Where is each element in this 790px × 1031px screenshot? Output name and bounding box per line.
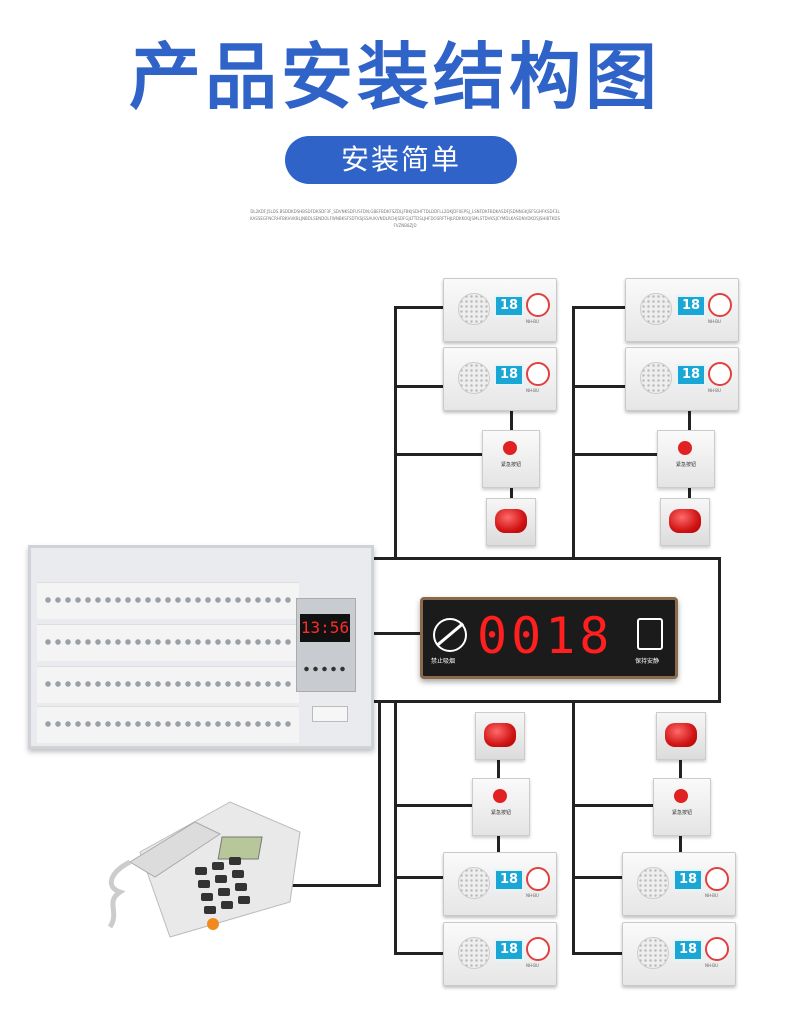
call-button-icon (526, 362, 550, 386)
emergency-label: 紧急按钮 (500, 462, 521, 468)
emergency-dot-icon (674, 789, 688, 803)
call-button-icon (526, 937, 550, 961)
console-nameplate (312, 706, 348, 722)
quiet-icon (637, 618, 663, 650)
console-control-panel (296, 598, 356, 692)
red-cap-icon (495, 509, 527, 533)
emergency-button-box: 紧急按钮 (657, 430, 715, 488)
indicator-row (43, 637, 293, 647)
no-smoking-icon (433, 618, 467, 652)
page-title: 产品安装结构图 (128, 35, 661, 119)
emergency-dot-icon (678, 441, 692, 455)
speaker-grille-icon (640, 293, 672, 325)
pull-cord-button (475, 712, 525, 760)
led-display-board: 禁止吸烟 0018 保持安静 (420, 597, 678, 679)
call-button-icon (705, 937, 729, 961)
red-cap-icon (665, 723, 697, 747)
emergency-label: 紧急按钮 (671, 810, 692, 816)
call-number: 18 (673, 869, 703, 891)
red-cap-icon (484, 723, 516, 747)
call-panel-label: NH-BU (526, 893, 539, 898)
call-number: 18 (676, 295, 706, 317)
pull-cord-button (656, 712, 706, 760)
keep-quiet-label: 保持安静 (635, 658, 660, 665)
emergency-button-box: 紧急按钮 (472, 778, 530, 836)
fine-print: DL2KDF.J5LDS.BSDDKDSHBSDFDKSDF3F_SDVNKSD… (250, 209, 560, 228)
call-button-icon (526, 293, 550, 317)
call-panel: 18 NH-BU (443, 278, 557, 342)
speaker-grille-icon (637, 937, 669, 969)
emergency-dot-icon (493, 789, 507, 803)
red-cap-icon (669, 509, 701, 533)
call-panel-label: NH-BU (526, 963, 539, 968)
call-panel: 18 NH-BU (622, 922, 736, 986)
call-number: 18 (673, 939, 703, 961)
call-panel-label: NH-BU (526, 319, 539, 324)
call-button-icon (705, 867, 729, 891)
call-panel: 18 NH-BU (625, 347, 739, 411)
telephone-icon (107, 801, 301, 938)
call-button-icon (526, 867, 550, 891)
call-panel: 18 NH-BU (622, 852, 736, 916)
indicator-row (43, 595, 293, 605)
speaker-grille-icon (458, 867, 490, 899)
console-keys (302, 664, 348, 674)
call-number: 18 (494, 295, 524, 317)
call-panel-label: NH-BU (708, 388, 721, 393)
console-clock: 13:56 (300, 614, 350, 642)
pull-cord-button (486, 498, 536, 546)
display-number: 0018 (477, 607, 614, 665)
subtitle-badge: 安装简单 (285, 136, 517, 184)
speaker-grille-icon (640, 362, 672, 394)
indicator-row (43, 719, 293, 729)
emergency-button-box: 紧急按钮 (653, 778, 711, 836)
pull-cord-button (660, 498, 710, 546)
call-panel: 18 NH-BU (443, 922, 557, 986)
call-number: 18 (494, 869, 524, 891)
call-panel: 18 NH-BU (443, 347, 557, 411)
speaker-grille-icon (458, 362, 490, 394)
call-panel-label: NH-BU (708, 319, 721, 324)
call-button-icon (708, 362, 732, 386)
call-button-icon (708, 293, 732, 317)
speaker-grille-icon (458, 937, 490, 969)
emergency-label: 紧急按钮 (490, 810, 511, 816)
speaker-grille-icon (458, 293, 490, 325)
indicator-row (43, 679, 293, 689)
no-smoking-label: 禁止吸烟 (431, 658, 456, 665)
call-panel-label: NH-BU (705, 963, 718, 968)
call-panel-label: NH-BU (526, 388, 539, 393)
call-number: 18 (494, 364, 524, 386)
call-number: 18 (676, 364, 706, 386)
call-panel: 18 NH-BU (443, 852, 557, 916)
call-panel: 18 NH-BU (625, 278, 739, 342)
emergency-button-box: 紧急按钮 (482, 430, 540, 488)
call-panel-label: NH-BU (705, 893, 718, 898)
call-number: 18 (494, 939, 524, 961)
speaker-grille-icon (637, 867, 669, 899)
emergency-label: 紧急按钮 (675, 462, 696, 468)
emergency-dot-icon (503, 441, 517, 455)
